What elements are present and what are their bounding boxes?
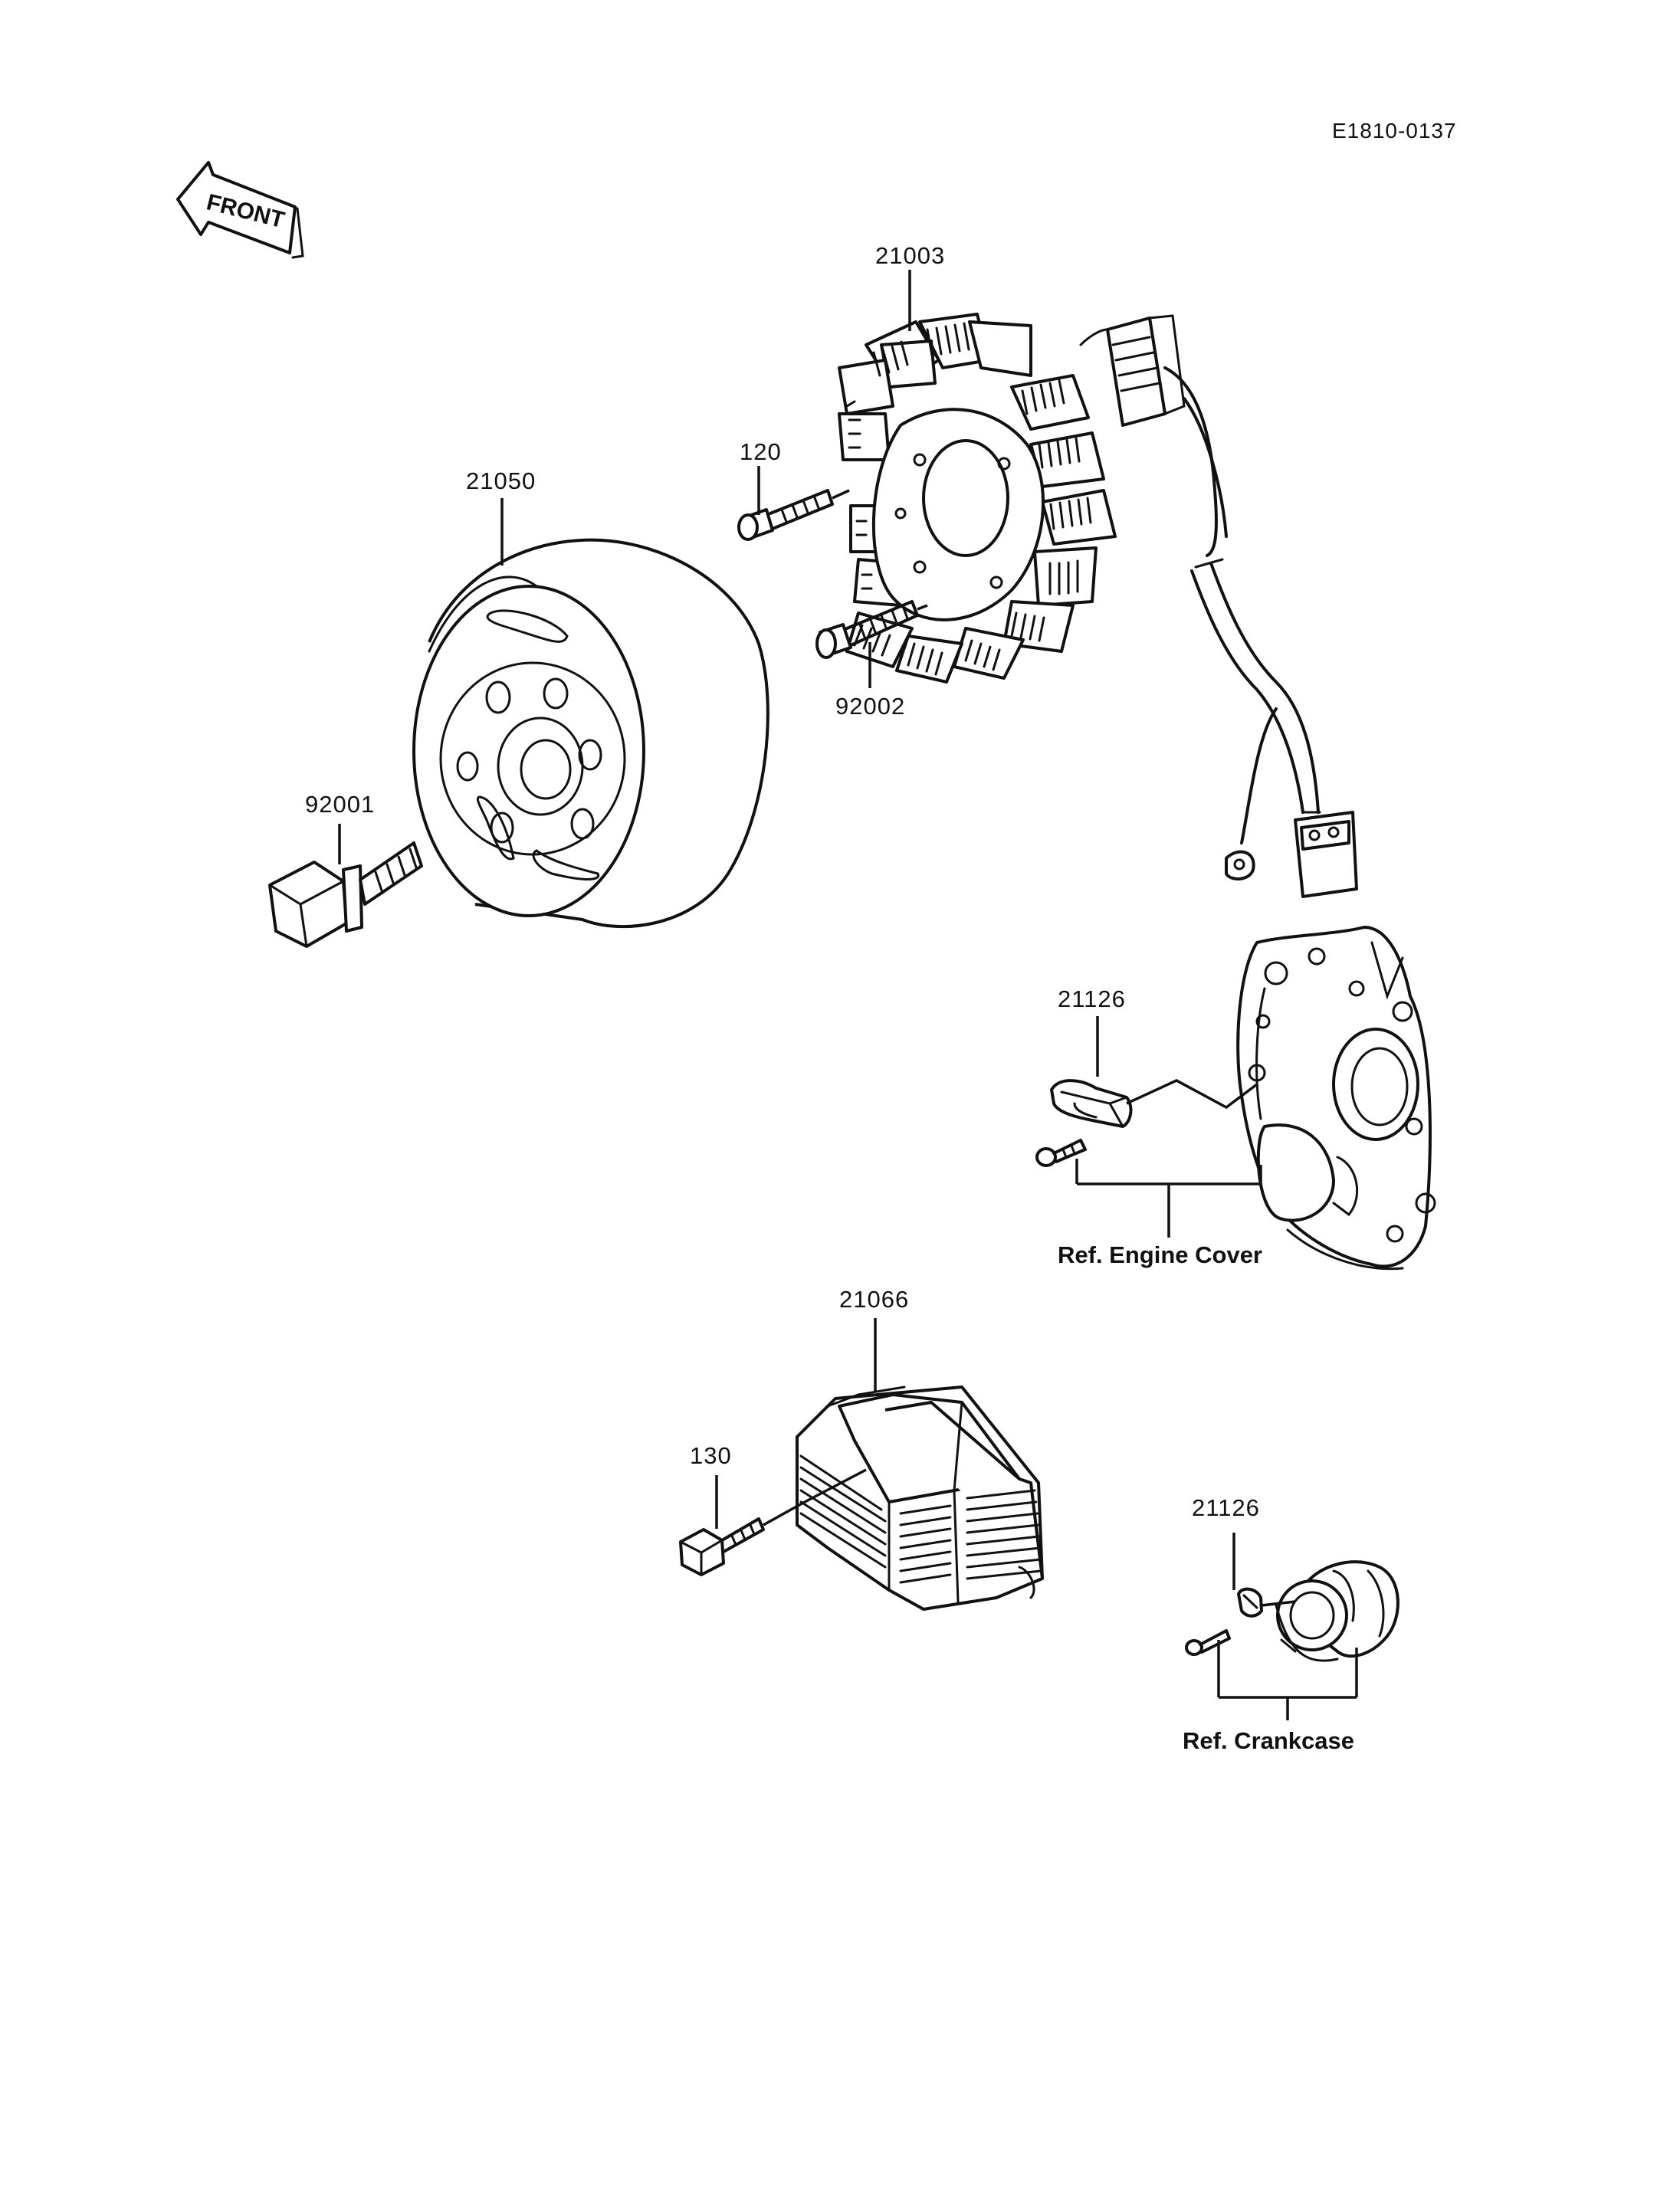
ground-terminal-icon [1225,850,1255,880]
part-number-21050: 21050 [466,467,536,494]
front-arrow-icon: FRONT [176,161,304,259]
stator-wire-harness [1163,366,1321,844]
ref-engine-cover-label: Ref. Engine Cover [1058,1241,1262,1268]
rotor-bolt-92001-icon [268,841,423,948]
clamp-to-cover-line [1126,1079,1258,1110]
stator-bolt-92002-icon [815,600,928,659]
screw-upper-clamp-icon [1035,1139,1087,1167]
part-number-21126-lower: 21126 [1192,1494,1260,1521]
rotor-face [412,585,645,917]
clamp-21126-upper-icon [1050,1079,1133,1128]
clamp-21126-lower-icon [1237,1587,1263,1618]
bracket-engine-cover [1075,1159,1262,1238]
part-number-120: 120 [740,438,782,465]
stator-mount-holes [894,453,1011,589]
bracket-crankcase [1217,1640,1358,1720]
crankcase-part [1275,1560,1399,1662]
rotor-flywheel [412,538,769,929]
engine-cover [1236,926,1436,1271]
regulator-rectifier [796,1385,1044,1611]
ref-crankcase-label: Ref. Crankcase [1183,1727,1354,1754]
clamp-to-crankcase-line [1261,1600,1296,1607]
part-number-130: 130 [690,1442,732,1469]
part-number-21066: 21066 [839,1286,909,1313]
stator-wire-grommet [1079,314,1186,427]
diagram-code: E1810-0137 [1332,119,1457,143]
stator [838,313,1358,898]
stator-screw-120-icon [737,489,850,541]
part-number-92002: 92002 [835,693,905,720]
rotor-holes [456,677,602,844]
stator-connector-icon [1294,811,1358,898]
part-number-92001: 92001 [305,791,375,818]
rotor-slots [476,609,600,880]
part-number-21126-upper: 21126 [1058,985,1126,1012]
stator-center-hole [922,439,1009,557]
screw-lower-clamp-icon [1185,1629,1231,1656]
part-number-21003: 21003 [875,242,945,269]
regulator-bolt-130-icon [679,1468,867,1576]
